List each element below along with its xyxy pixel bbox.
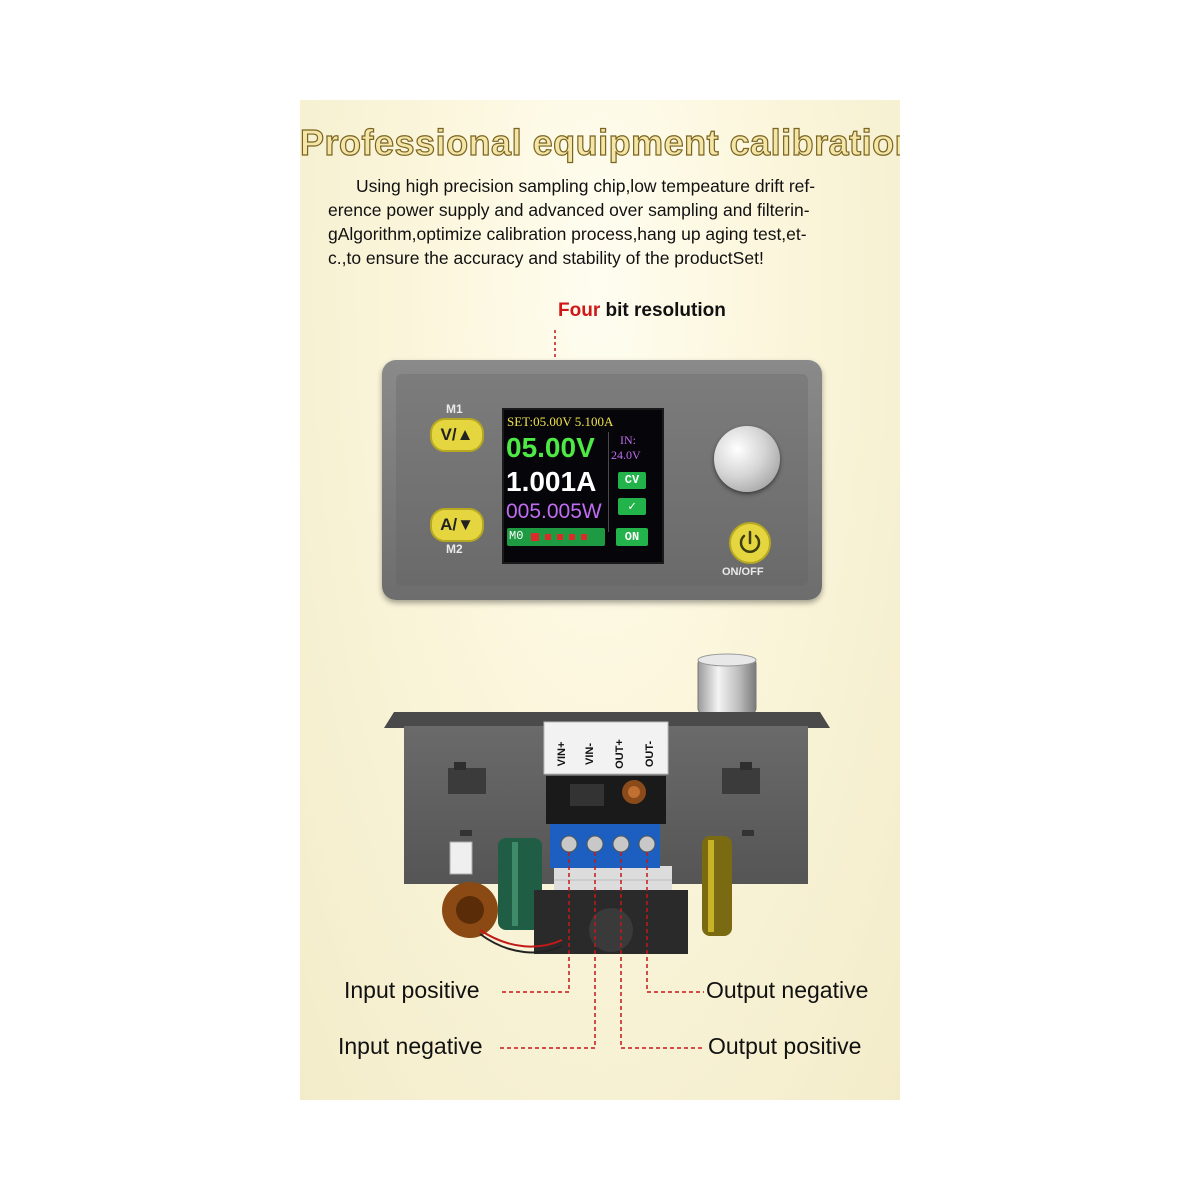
current-readout: 1.001A — [506, 466, 597, 497]
m1-label: M1 — [446, 402, 463, 416]
set-readout: SET:05.00V 5.100A — [507, 414, 614, 429]
memory-slot — [557, 534, 563, 540]
input-negative-label: Input negative — [338, 1033, 483, 1059]
input-voltage: 24.0V — [611, 448, 641, 462]
description: Using high precision sampling chip,low t… — [328, 174, 888, 270]
description-line: gAlgorithm,optimize calibration process,… — [328, 224, 807, 244]
input-positive-label: Input positive — [344, 977, 480, 1003]
front-panel-face: M1 V/▲ A/▼ M2 SET:05.00V 5.100A 05.00V 1… — [396, 374, 808, 586]
lcd-screen: SET:05.00V 5.100A 05.00V 1.001A 005.005W… — [502, 408, 664, 564]
power-icon — [739, 530, 761, 553]
terminal-label: VIN+ — [556, 741, 568, 767]
screen-divider — [608, 432, 609, 532]
voltage-up-button[interactable]: V/▲ — [430, 418, 484, 452]
terminal-label: OUT+ — [614, 739, 626, 769]
memory-slot — [569, 534, 575, 540]
memory-label: M0 — [509, 529, 524, 543]
output-positive-label: Output positive — [708, 1033, 862, 1059]
voltage-readout: 05.00V — [506, 432, 595, 463]
power-button[interactable] — [729, 522, 771, 564]
terminal-label: OUT- — [644, 740, 656, 768]
check-icon: ✓ — [618, 498, 646, 515]
memory-slot — [531, 533, 539, 541]
current-down-button[interactable]: A/▼ — [430, 508, 484, 542]
front-panel: M1 V/▲ A/▼ M2 SET:05.00V 5.100A 05.00V 1… — [382, 360, 822, 600]
resolution-label: Four bit resolution — [558, 300, 726, 322]
output-negative-label: Output negative — [706, 977, 869, 1003]
input-label: IN: — [620, 433, 636, 447]
memory-slot — [545, 534, 551, 540]
m2-label: M2 — [446, 542, 463, 556]
memory-bar: M0 — [507, 528, 605, 546]
description-line: c.,to ensure the accuracy and stability … — [328, 248, 764, 268]
description-line: erence power supply and advanced over sa… — [328, 200, 810, 220]
memory-slot — [581, 534, 587, 540]
terminal-label: VIN- — [584, 743, 596, 765]
adjust-knob[interactable] — [714, 426, 780, 492]
resolution-rest: bit resolution — [600, 300, 726, 321]
product-poster: Professional equipment calibration Using… — [300, 100, 900, 1100]
on-badge: ON — [616, 528, 648, 546]
power-readout: 005.005W — [506, 500, 602, 523]
page-title: Professional equipment calibration — [300, 121, 900, 163]
resolution-highlight: Four — [558, 300, 601, 321]
description-line: Using high precision sampling chip,low t… — [356, 176, 816, 196]
rear-view-illustration — [384, 653, 830, 1049]
onoff-label: ON/OFF — [722, 566, 764, 578]
cv-badge: CV — [618, 472, 646, 489]
